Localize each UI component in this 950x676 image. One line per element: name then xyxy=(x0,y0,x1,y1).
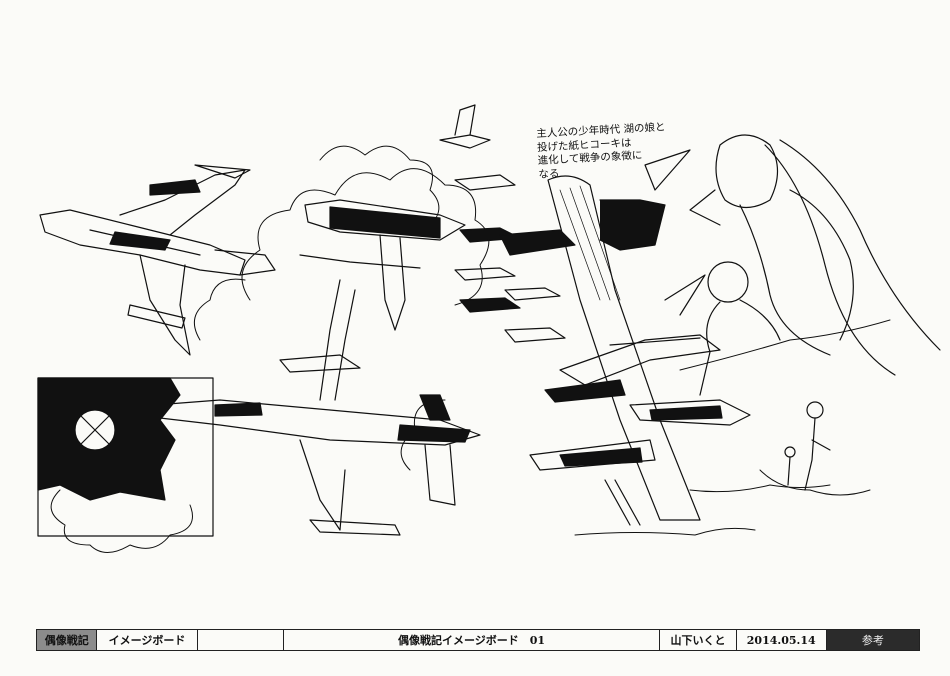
jet-fighter-lower xyxy=(154,279,481,536)
project-cell: 偶像戦記 xyxy=(37,630,98,650)
bomber-center-top xyxy=(299,199,466,331)
heavy-bomber xyxy=(499,175,751,526)
handwritten-note: 主人公の少年時代 湖の娘と 投げた紙ヒコーキは 進化して戦争の象徴に なる xyxy=(536,121,666,181)
image-board-sketch xyxy=(37,104,941,553)
girl-figure xyxy=(689,134,941,376)
boy-figure xyxy=(664,261,781,396)
jet-fighter-left xyxy=(39,164,276,356)
status-cell: 参考 xyxy=(826,630,919,650)
grass-line xyxy=(679,319,891,493)
small-figures-right xyxy=(784,401,831,491)
artist-cell: 山下いくと xyxy=(660,630,737,650)
category-cell: イメージボード xyxy=(97,630,198,650)
prop-plane-swarm xyxy=(439,104,566,343)
inset-silhouette-box xyxy=(37,377,214,537)
date-cell: 2014.05.14 xyxy=(737,630,827,650)
title-block: 偶像戦記 イメージボード 偶像戦記イメージボード 01 山下いくと 2014.0… xyxy=(36,629,920,651)
blank-cell xyxy=(198,630,284,650)
paper-airplane xyxy=(644,149,691,191)
title-cell: 偶像戦記イメージボード 01 xyxy=(284,630,661,650)
